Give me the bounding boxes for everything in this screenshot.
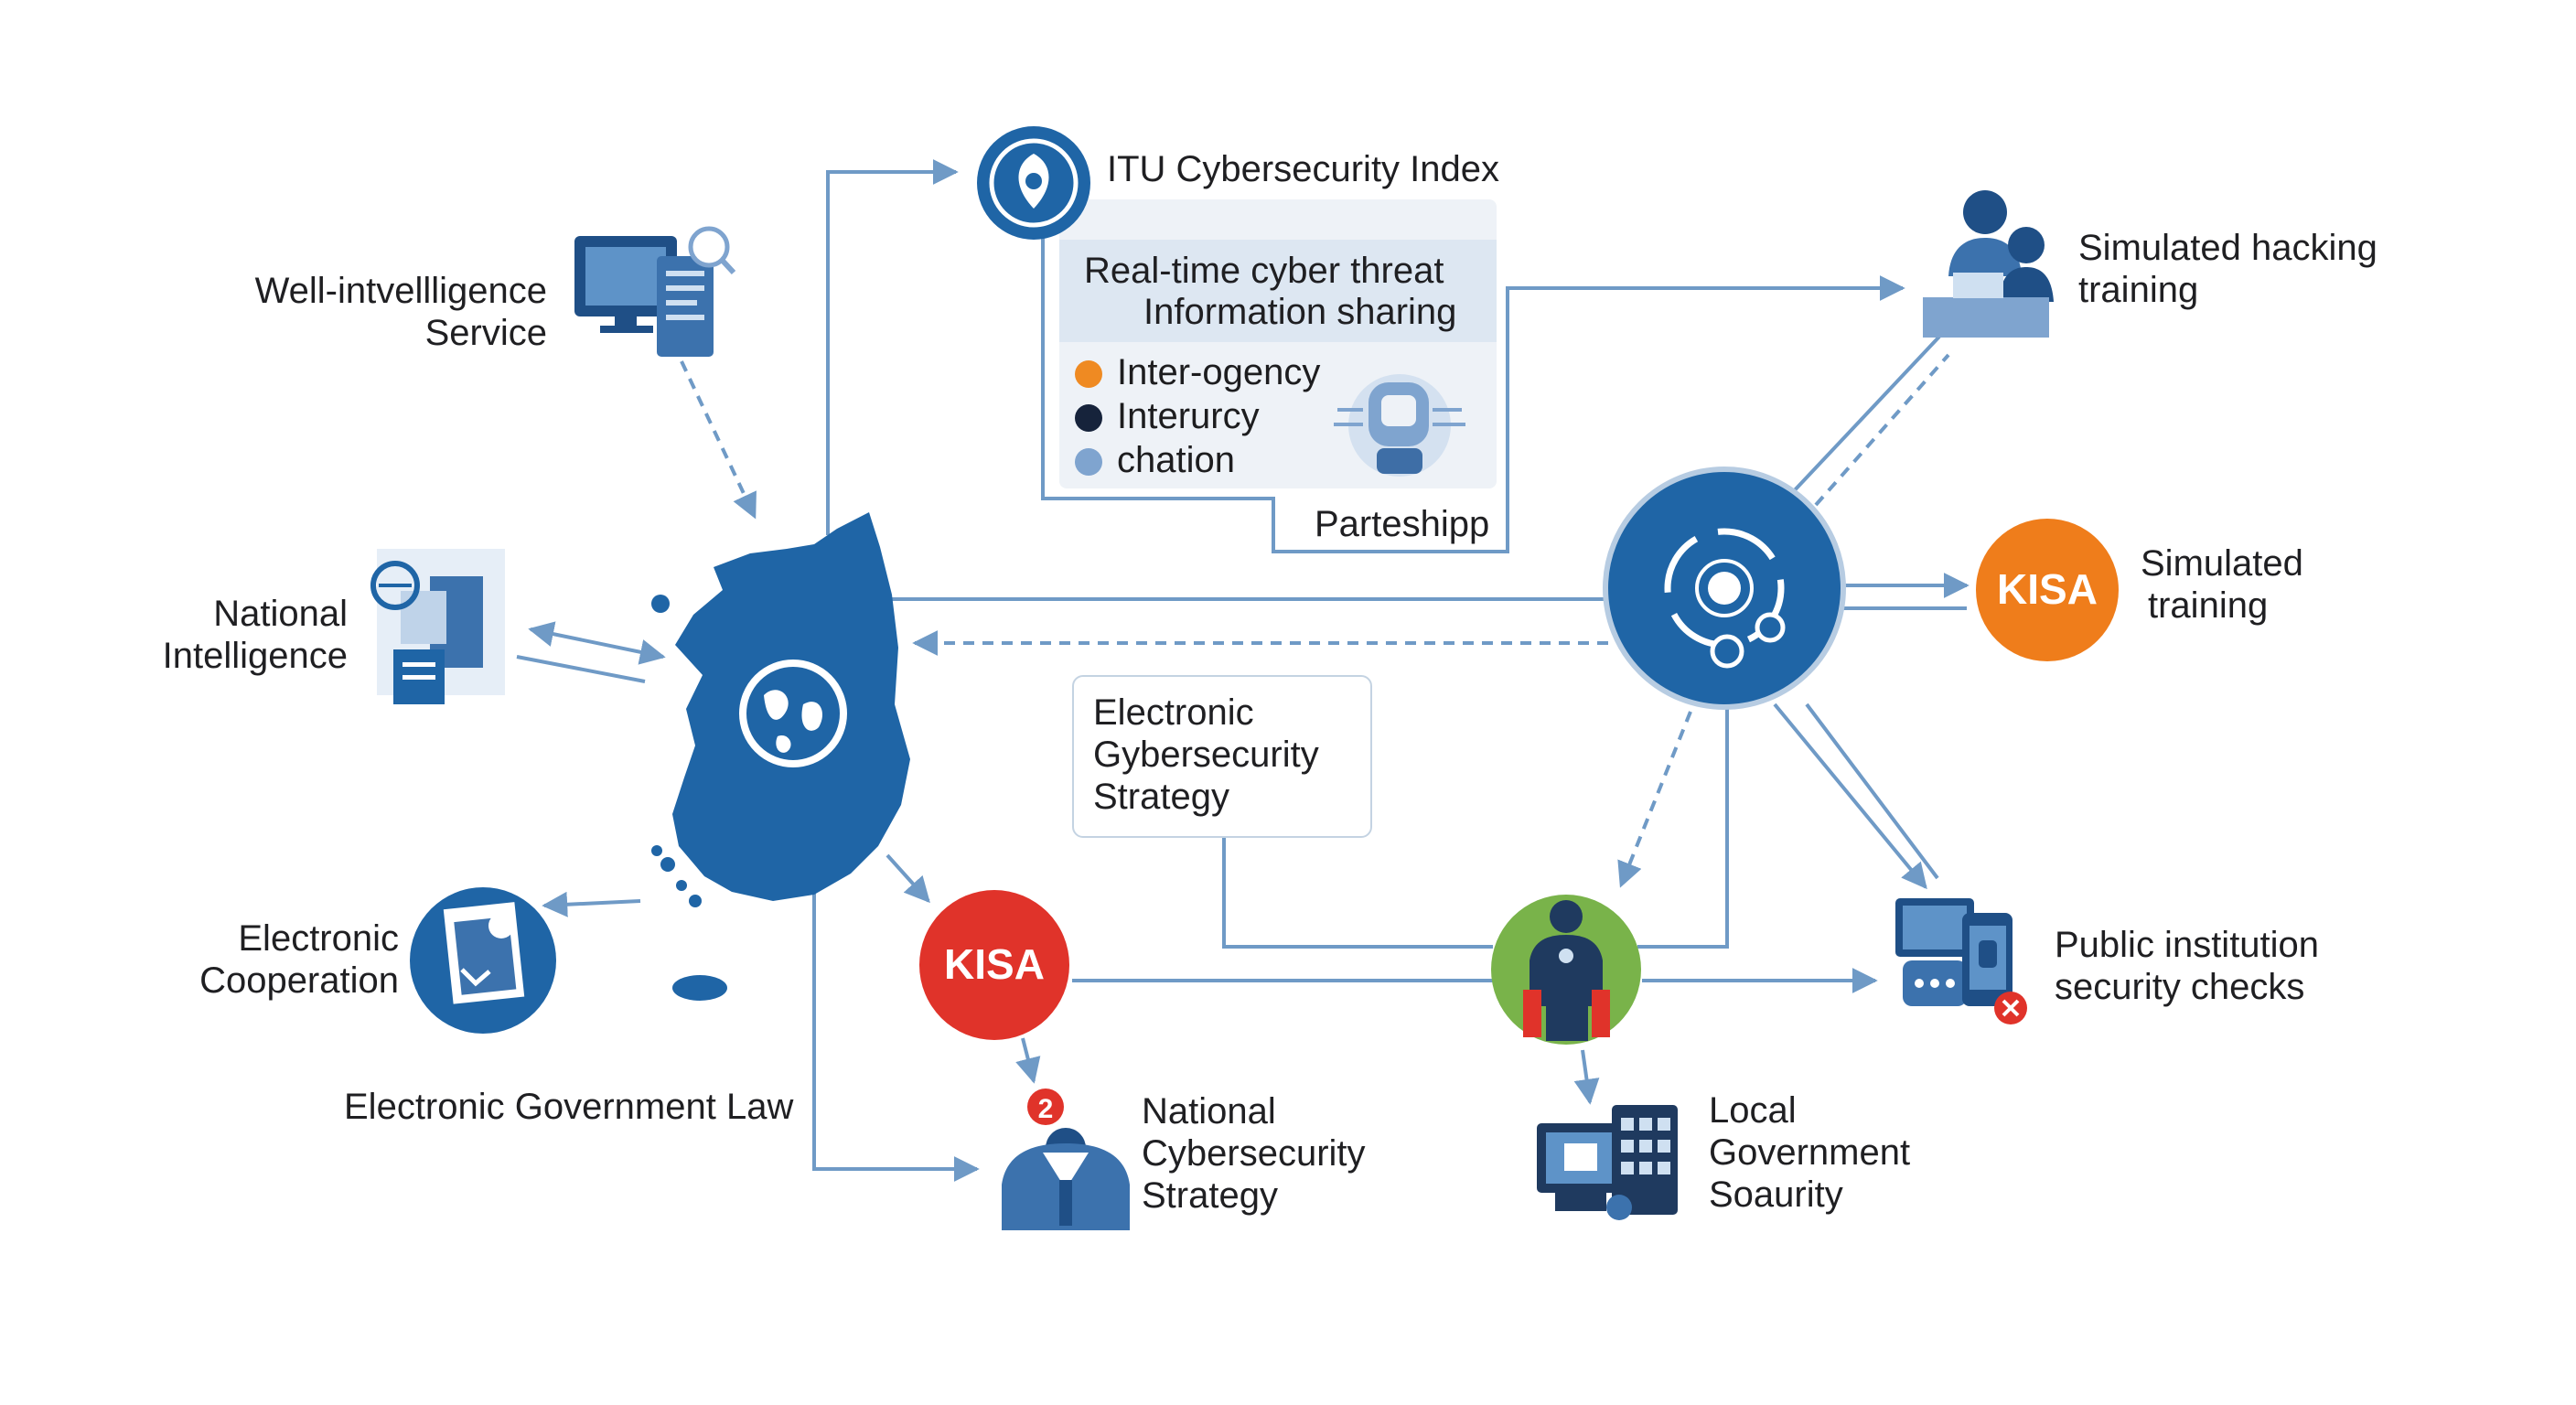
- computer-monitor-icon: [574, 226, 736, 357]
- well-intel-line1: Well-intvellligence: [254, 271, 547, 311]
- legend-dot-navy: [1075, 404, 1102, 432]
- local-gov-line1: Local: [1709, 1090, 1797, 1131]
- badge-number: 2: [1038, 1094, 1054, 1124]
- public-checks-line1: Public institution: [2055, 925, 2320, 965]
- simulated-training-line2: training: [2148, 585, 2269, 626]
- local-gov-line2: Government: [1709, 1132, 1911, 1173]
- desktop-icon: [1537, 1105, 1678, 1220]
- legend-dot-lightblue: [1075, 448, 1102, 476]
- korea-map: [651, 512, 910, 1001]
- legend-dot-orange: [1075, 360, 1102, 388]
- hub-target-icon[interactable]: [1603, 467, 1846, 710]
- legend-item-interagency: Inter-ogency: [1075, 351, 1320, 394]
- handshake-document-icon: [410, 887, 556, 1034]
- legend-item-interurcy: Interurcy: [1075, 395, 1260, 438]
- connectors: [516, 159, 1970, 1182]
- e-cyber-strategy-line2: Gybersecurity: [1093, 735, 1319, 775]
- documents-icon: [370, 549, 505, 704]
- person-badge-icon: [1002, 1089, 1130, 1230]
- well-intel-line2: Service: [424, 313, 547, 353]
- devices-icon: [1895, 898, 2027, 1024]
- globe-icon: [739, 660, 847, 767]
- presenter-people-icon: [1923, 190, 2054, 338]
- electronic-coop-line1: Electronic: [238, 918, 399, 959]
- simulated-training-line1: Simulated: [2141, 543, 2303, 584]
- national-intel-line2: Intelligence: [162, 636, 348, 676]
- national-cyber-line1: National: [1142, 1091, 1276, 1132]
- e-cyber-strategy-box[interactable]: [1072, 675, 1372, 838]
- itu-title: ITU Cybersecurity Index: [1107, 149, 1500, 189]
- legend-label: Inter-ogency: [1117, 352, 1321, 392]
- kisa-orange-label: KISA: [1997, 565, 2098, 613]
- e-cyber-strategy-line1: Electronic: [1093, 692, 1254, 733]
- national-cyber-line3: Strategy: [1142, 1175, 1278, 1216]
- e-cyber-strategy-line3: Strategy: [1093, 777, 1229, 817]
- worker-icon: [1491, 895, 1641, 1045]
- simulated-hacking-line2: training: [2078, 270, 2199, 310]
- public-checks-line2: security checks: [2055, 967, 2305, 1007]
- local-gov-line3: Soaurity: [1709, 1174, 1843, 1215]
- robot-head-icon: [1334, 374, 1465, 477]
- national-cyber-line2: Cybersecurity: [1142, 1133, 1366, 1174]
- egov-law-label: Electronic Government Law: [344, 1087, 794, 1127]
- kisa-red-node[interactable]: [919, 890, 1069, 1040]
- legend-label: chation: [1117, 440, 1235, 480]
- national-intel-line1: National: [213, 594, 348, 634]
- panel-header-line1: Real-time cyber threat: [1084, 251, 1444, 291]
- legend-label: Interurcy: [1117, 396, 1260, 436]
- kisa-orange-node[interactable]: [1976, 519, 2119, 661]
- simulated-hacking-line1: Simulated hacking: [2078, 228, 2377, 268]
- panel-header-line2: Information sharing: [1143, 292, 1457, 332]
- partnership-label: Parteshipp: [1315, 504, 1490, 544]
- kisa-red-label: KISA: [944, 940, 1045, 988]
- electronic-coop-line2: Cooperation: [199, 960, 399, 1001]
- legend-item-chation: chation: [1075, 439, 1235, 482]
- itu-shield-icon: [977, 126, 1090, 240]
